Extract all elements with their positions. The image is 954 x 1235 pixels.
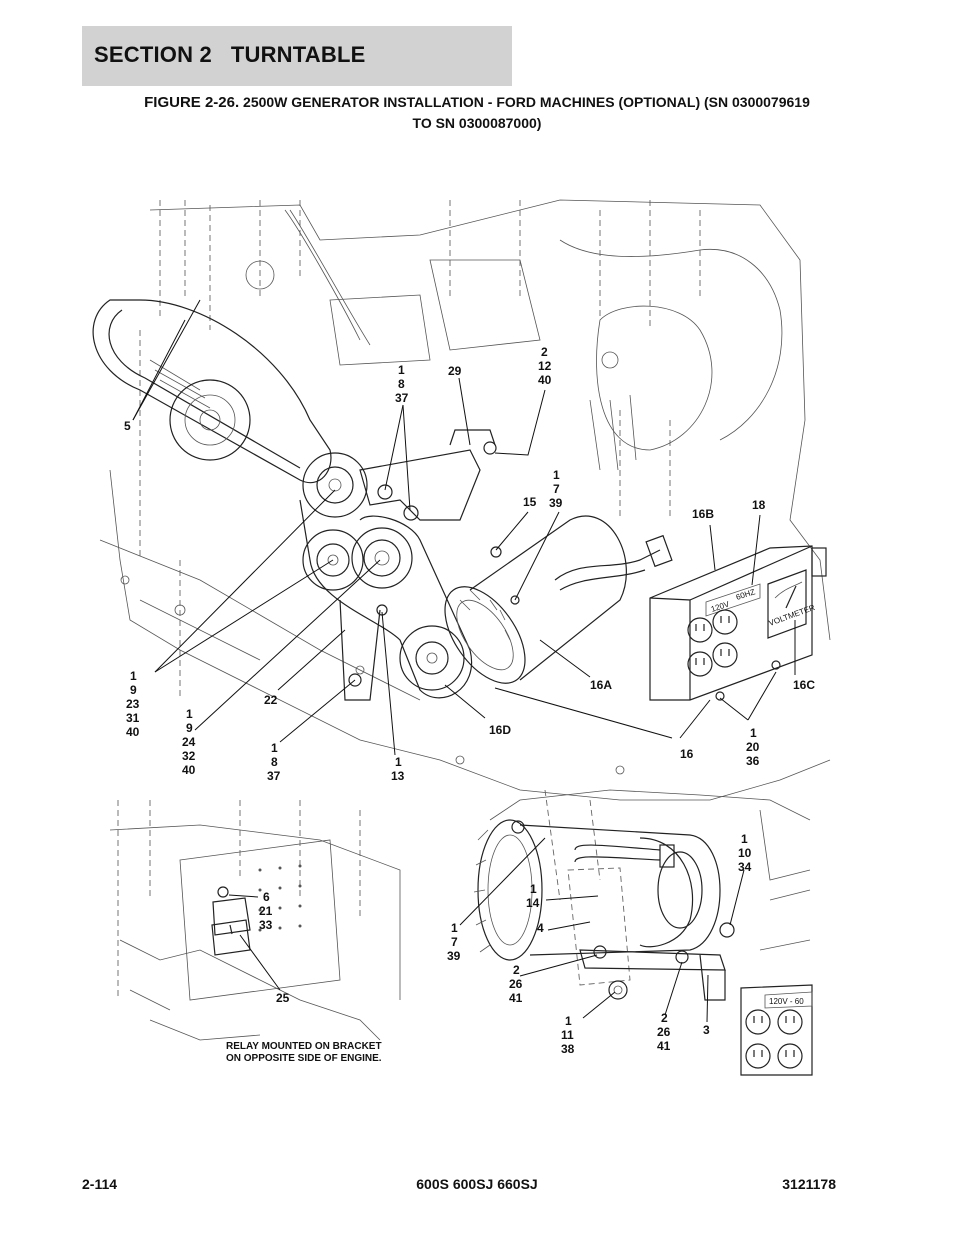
model-list: 600S 600SJ 660SJ [416, 1176, 538, 1192]
callout-1-11-38-a: 1 [565, 1014, 572, 1028]
callout-1-7-39-top-a: 1 [553, 468, 560, 482]
outlet-lower [687, 642, 738, 677]
callout-1-14-b: 14 [526, 896, 540, 910]
panel-frequency-label: 60HZ [735, 587, 756, 602]
generator-detail-inset: 120V - 60 1 10 34 1 14 4 1 7 39 2 26 [447, 789, 813, 1076]
callout-22: 22 [264, 693, 278, 707]
callout-15: 15 [523, 495, 537, 509]
generator-unit [444, 515, 673, 684]
callout-1-9-23-31-40-b: 9 [130, 683, 137, 697]
callout-1-9-24-32-40-e: 40 [182, 763, 196, 777]
callout-3: 3 [703, 1023, 710, 1037]
callout-1-9-24-32-40-c: 24 [182, 735, 196, 749]
callout-1-7-39-top-b: 7 [553, 482, 560, 496]
callout-2-26-41-b-1: 2 [661, 1011, 668, 1025]
drive-belt [92, 299, 332, 484]
outlet-upper [687, 609, 738, 643]
document-number: 3121178 [782, 1176, 836, 1192]
callout-1-10-34-a: 1 [741, 832, 748, 846]
pulley-assembly [299, 429, 502, 701]
inset-panel-voltage: 120V - 60 [769, 997, 804, 1006]
callout-6-21-33-b: 21 [259, 904, 273, 918]
callout-18: 18 [752, 498, 766, 512]
callout-1-10-34-b: 10 [738, 846, 752, 860]
callout-1-20-36-c: 36 [746, 754, 760, 768]
figure-title-line2: TO SN 0300087000) [412, 115, 542, 131]
callout-16C: 16C [793, 678, 815, 692]
callout-29: 29 [448, 364, 462, 378]
callout-2-12-40-a: 2 [541, 345, 548, 359]
callout-6-21-33-c: 33 [259, 918, 273, 932]
callout-1-8-37-bottom-b: 8 [271, 755, 278, 769]
callout-25: 25 [276, 991, 290, 1005]
callout-1-8-37-bottom-c: 37 [267, 769, 281, 783]
callout-1-10-34-c: 34 [738, 860, 752, 874]
callout-16A: 16A [590, 678, 612, 692]
inset-outlet-panel: 120V - 60 [740, 984, 813, 1076]
callout-1-9-23-31-40-d: 31 [126, 711, 140, 725]
callout-1-7-39-top-c: 39 [549, 496, 563, 510]
callout-1-9-24-32-40-a: 1 [186, 707, 193, 721]
page-number: 2-114 [82, 1176, 118, 1192]
callout-1-9-24-32-40-b: 9 [186, 721, 193, 735]
callout-1-20-36-b: 20 [746, 740, 760, 754]
callout-1-9-23-31-40-c: 23 [126, 697, 140, 711]
callout-1-9-24-32-40-d: 32 [182, 749, 196, 763]
section-header: SECTION 2 TURNTABLE [82, 26, 512, 86]
callout-2-26-41-a-3: 41 [509, 991, 523, 1005]
callout-16D: 16D [489, 723, 511, 737]
figure-number: FIGURE 2-26. [144, 94, 240, 111]
figure-title: FIGURE 2-26. 2500W GENERATOR INSTALLATIO… [60, 92, 894, 133]
callouts-main: 5 1 8 37 29 2 12 40 15 1 7 39 16B 18 16A… [124, 345, 815, 783]
callout-6-21-33-a: 6 [263, 890, 270, 904]
relay-note-line2: ON OPPOSITE SIDE OF ENGINE. [226, 1053, 382, 1064]
callout-1-7-39-inset-a: 1 [451, 921, 458, 935]
callout-1-8-37-bottom-a: 1 [271, 741, 278, 755]
callout-1-13-a: 1 [395, 755, 402, 769]
callout-2-26-41-a-2: 26 [509, 977, 523, 991]
callout-2-26-41-b-2: 26 [657, 1025, 671, 1039]
callout-1-8-37-top-a: 1 [398, 363, 405, 377]
relay [211, 886, 251, 956]
callout-1-11-38-b: 11 [561, 1028, 574, 1042]
section-title: SECTION 2 TURNTABLE [94, 42, 366, 67]
callout-2-26-41-a-1: 2 [513, 963, 520, 977]
figure-title-line1: 2500W GENERATOR INSTALLATION - FORD MACH… [243, 94, 810, 110]
voltmeter: VOLTMETER [767, 569, 817, 639]
callout-1-9-23-31-40-a: 1 [130, 669, 137, 683]
callout-2-26-41-b-3: 41 [657, 1039, 671, 1053]
voltmeter-label: VOLTMETER [768, 603, 817, 628]
callout-1-9-23-31-40-e: 40 [126, 725, 140, 739]
callout-2-12-40-b: 12 [538, 359, 552, 373]
callout-1-8-37-top-b: 8 [398, 377, 405, 391]
callout-1-7-39-inset-b: 7 [451, 935, 458, 949]
callout-16: 16 [680, 747, 694, 761]
callout-4: 4 [537, 921, 544, 935]
callout-1-20-36-a: 1 [750, 726, 757, 740]
callout-1-14-a: 1 [530, 882, 537, 896]
callout-1-8-37-top-c: 37 [395, 391, 409, 405]
callout-1-7-39-inset-c: 39 [447, 949, 461, 963]
callout-16B: 16B [692, 507, 714, 521]
callout-1-11-38-c: 38 [561, 1042, 575, 1056]
relay-inset: 6 21 33 25 RELAY MOUNTED ON BRACKET ON O… [109, 800, 401, 1064]
panel-voltage-label: 120V [710, 599, 731, 614]
leader-lines-main [132, 299, 796, 756]
engine-outline [99, 199, 831, 801]
callout-2-12-40-c: 40 [538, 373, 552, 387]
generator-control-box: 120V 60HZ VOLTMETER [649, 545, 827, 701]
relay-note-line1: RELAY MOUNTED ON BRACKET [226, 1041, 382, 1052]
callout-5: 5 [124, 419, 131, 433]
callout-1-13-b: 13 [391, 769, 405, 783]
